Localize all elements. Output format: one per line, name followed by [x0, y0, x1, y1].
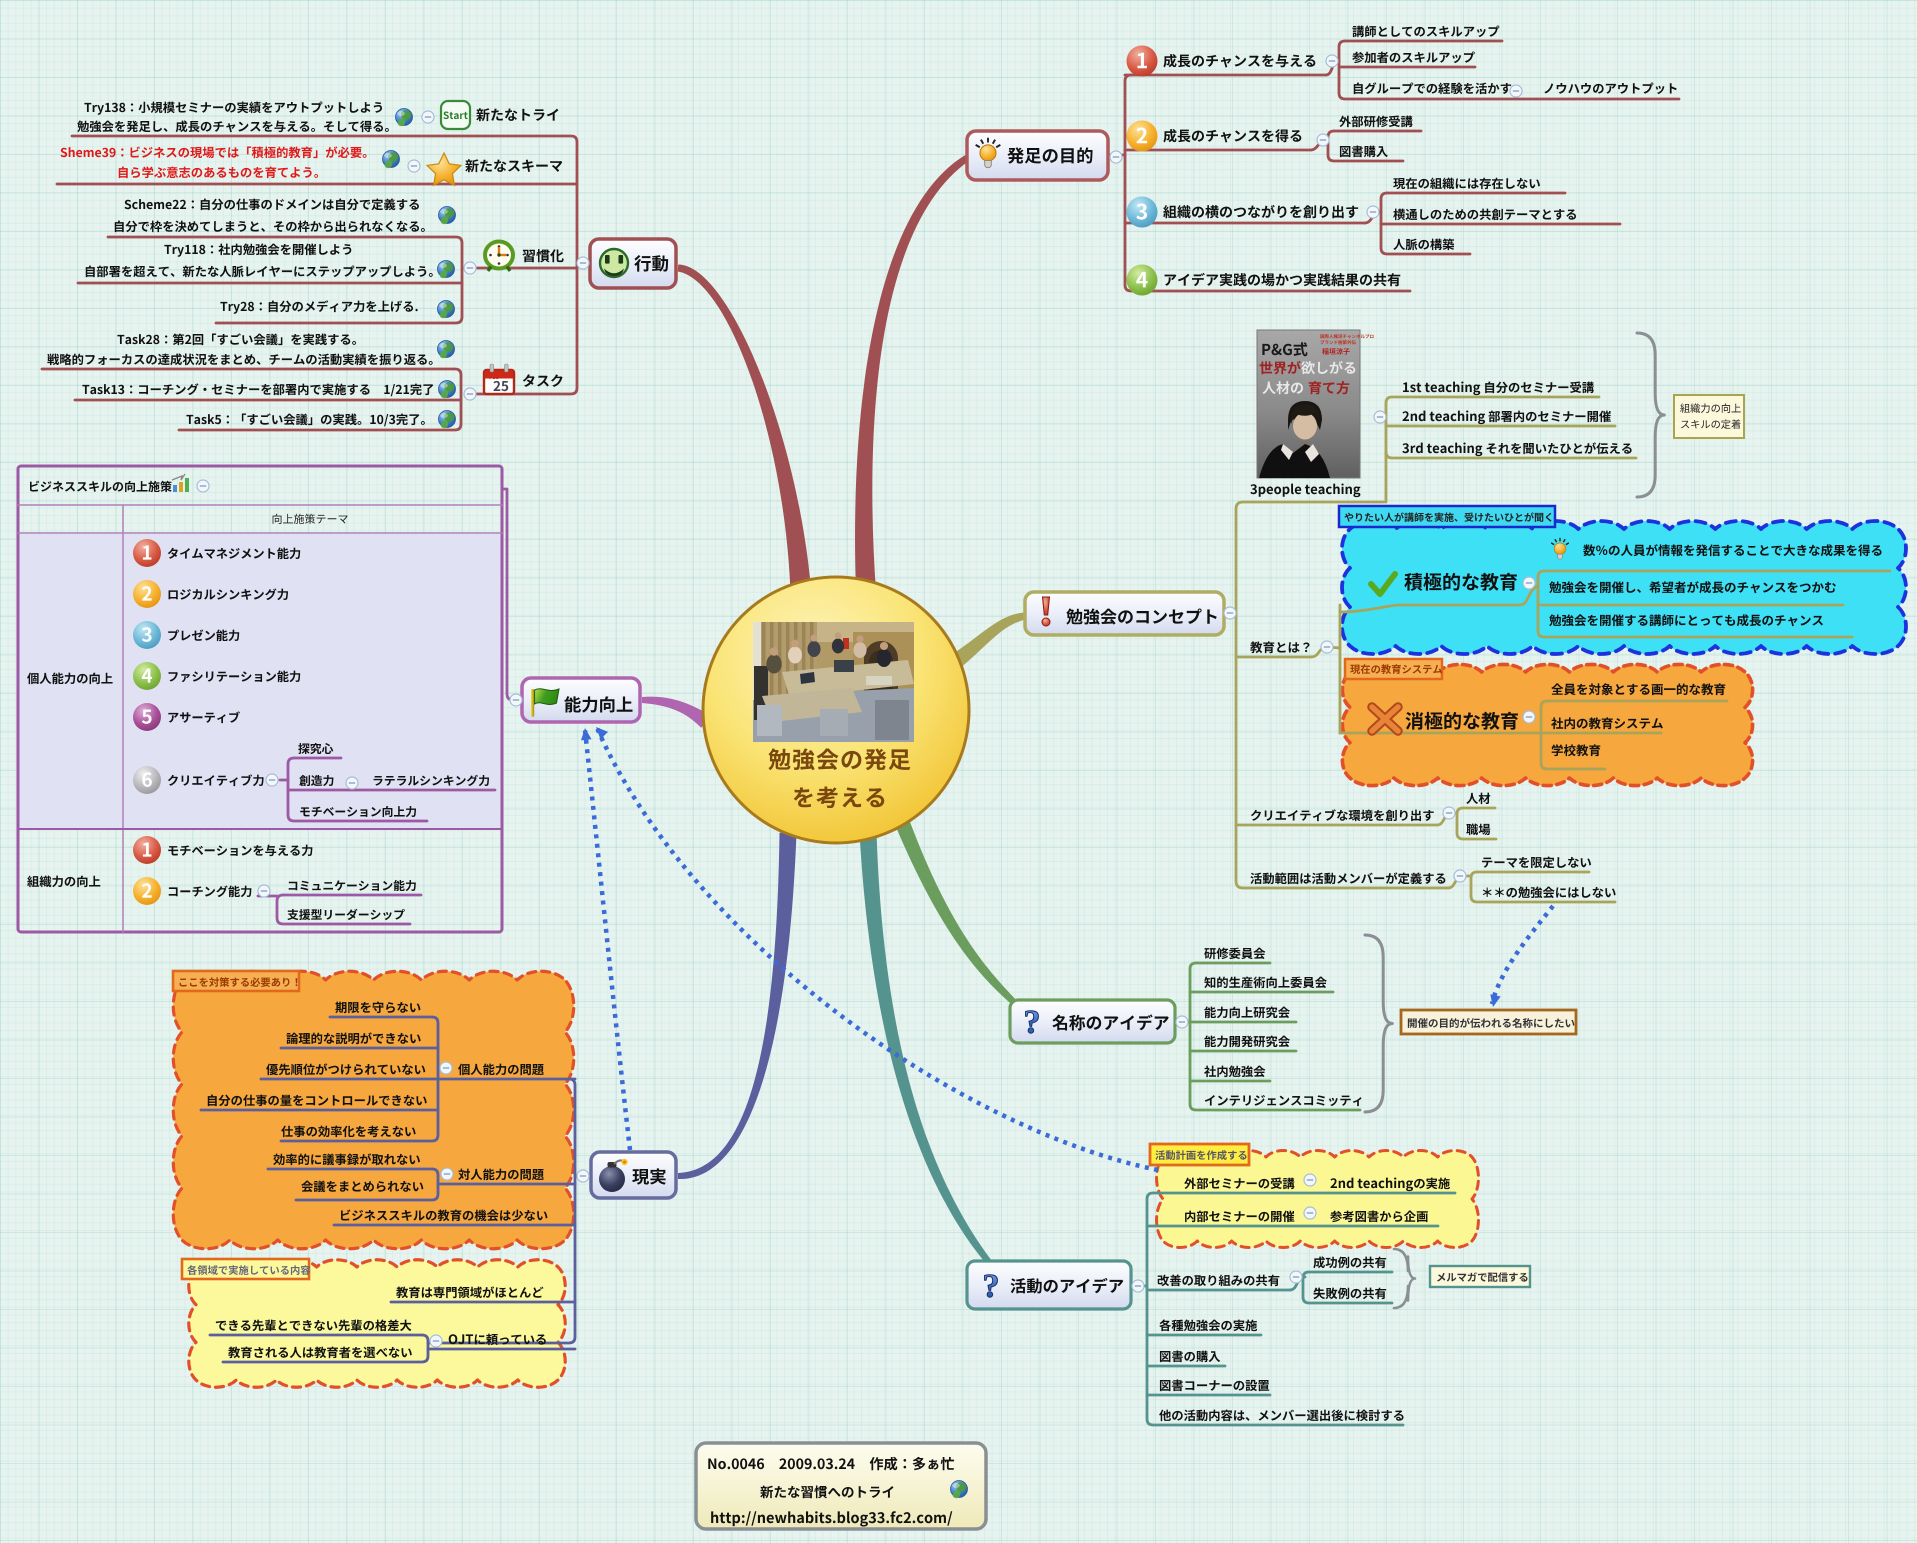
svg-text:?: ? [1024, 1004, 1041, 1041]
svg-text:?: ? [983, 1268, 1000, 1305]
